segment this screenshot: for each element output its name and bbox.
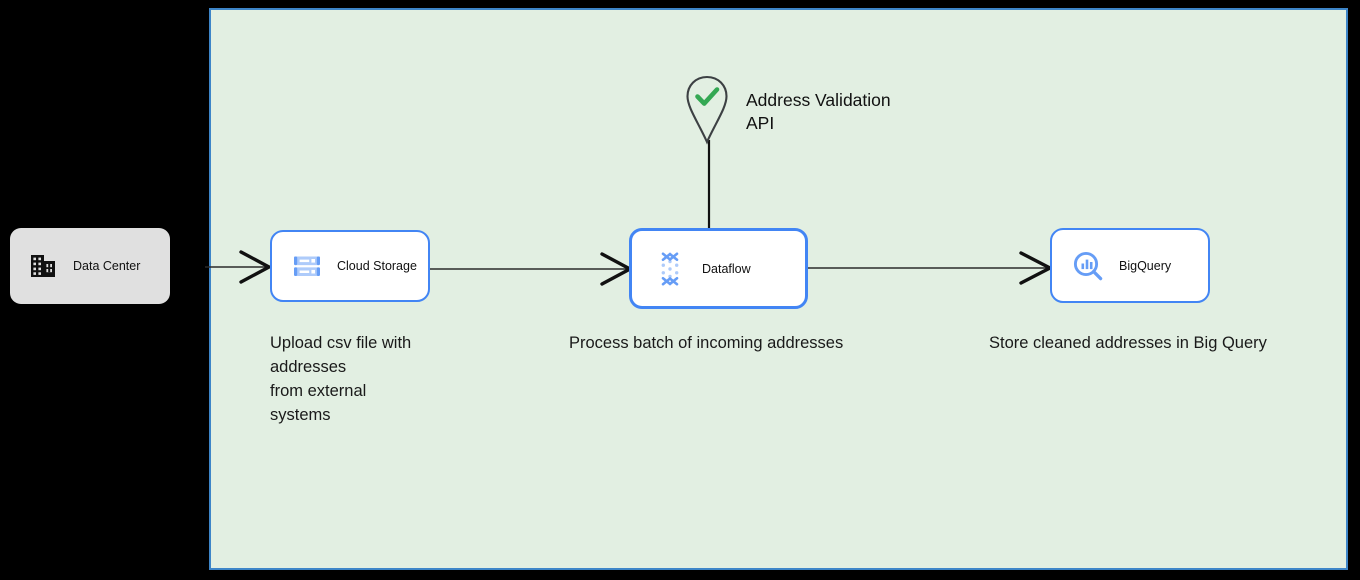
address-validation-api-node[interactable]: Address Validation API xyxy=(684,74,891,146)
node-data-center[interactable]: Data Center xyxy=(10,228,170,304)
bigquery-icon xyxy=(1072,250,1104,282)
arrowhead-icon xyxy=(239,250,273,284)
node-dataflow[interactable]: Dataflow xyxy=(629,228,808,309)
caption-cloud-storage: Upload csv file with addresses from exte… xyxy=(270,334,412,424)
dataflow-icon xyxy=(654,251,686,286)
connector-cloud-storage-to-dataflow[interactable] xyxy=(428,250,634,290)
building-icon xyxy=(30,253,56,279)
node-bigquery[interactable]: BigQuery xyxy=(1050,228,1210,303)
caption-dataflow: Process batch of incoming addresses xyxy=(569,334,844,352)
node-cloud-storage[interactable]: Cloud Storage xyxy=(270,230,430,302)
connector-dataflow-to-bigquery[interactable] xyxy=(805,248,1055,288)
connector-data-center-to-cloud-storage[interactable] xyxy=(205,248,273,288)
node-cloud-storage-label: Cloud Storage xyxy=(337,259,417,273)
node-data-center-label: Data Center xyxy=(73,259,141,273)
cloud-storage-icon xyxy=(292,251,322,281)
connector-address-validation-api-to-dataflow[interactable] xyxy=(694,140,724,235)
address-validation-api-label: Address Validation API xyxy=(746,90,891,133)
caption-bigquery: Store cleaned addresses in Big Query xyxy=(989,334,1267,352)
map-pin-check-icon xyxy=(684,74,730,146)
node-dataflow-label: Dataflow xyxy=(702,261,751,276)
node-bigquery-label: BigQuery xyxy=(1119,258,1172,273)
